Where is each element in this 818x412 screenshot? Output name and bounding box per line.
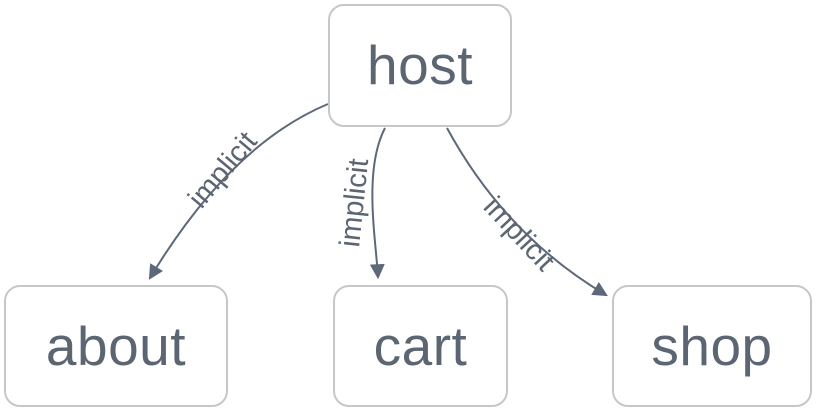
node-label-shop: shop [651, 314, 773, 377]
edge-label-host-shop: implicit [477, 191, 561, 278]
node-label-host: host [367, 34, 473, 96]
edge-label-host-about: implicit [182, 126, 263, 214]
edge-host-cart [369, 127, 386, 280]
node-cart: cart [333, 285, 508, 407]
node-label-about: about [45, 314, 187, 377]
edge-host-shop [446, 127, 608, 297]
node-shop: shop [612, 285, 812, 407]
edge-label-host-cart: implicit [334, 157, 375, 248]
node-about: about [4, 285, 228, 407]
edge-host-about [148, 103, 329, 280]
node-host: host [328, 4, 512, 127]
node-label-cart: cart [373, 314, 468, 377]
